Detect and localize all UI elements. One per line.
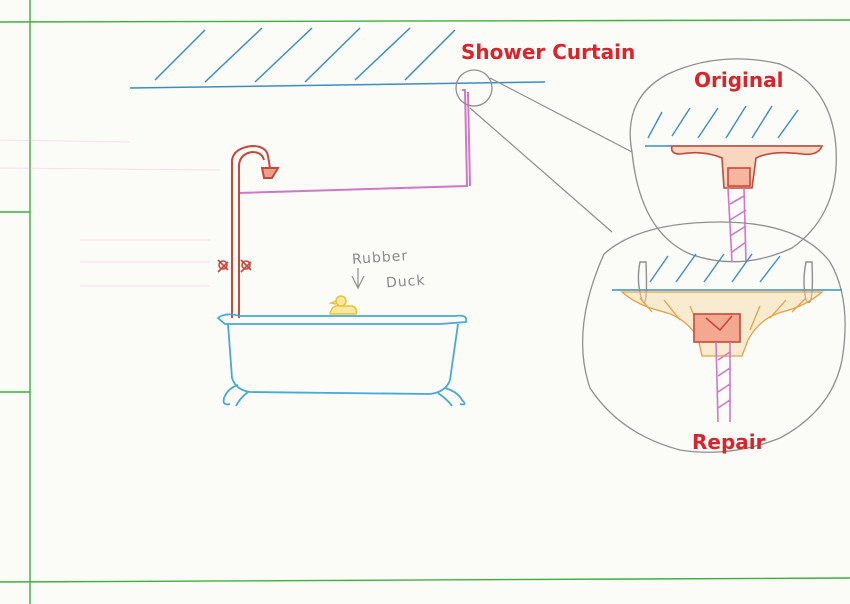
faucet-valves-icon (217, 259, 252, 273)
curtain-rail (237, 89, 471, 194)
rubber-duck-icon (328, 295, 358, 315)
shower-curtain-label: Shower Curtain (461, 40, 636, 64)
repair-detail (582, 221, 846, 453)
original-detail (629, 58, 837, 263)
rubber-duck-label-line2: Duck (385, 272, 426, 292)
ceiling-hatch (129, 27, 546, 89)
repair-label: Repair (692, 430, 766, 454)
duck-pointer-arrow (351, 268, 365, 290)
original-label: Original (694, 68, 784, 92)
leader-lines (469, 77, 633, 233)
detail-callout-circle (455, 69, 493, 107)
ghost-traces (0, 139, 221, 287)
shower-pipe (231, 144, 280, 318)
bathtub (216, 313, 468, 407)
